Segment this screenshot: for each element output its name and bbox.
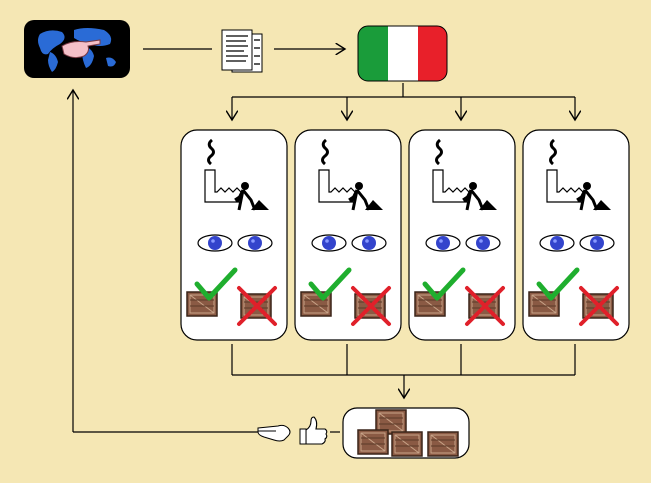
crate-rejected-icon	[351, 286, 391, 326]
thumbs-up-icon	[299, 416, 328, 445]
crate-rejected-icon	[465, 286, 505, 326]
crate-stack-icon	[342, 407, 470, 459]
document-forms-icon	[221, 29, 263, 73]
pointing-hand-icon	[257, 424, 291, 442]
inspection-panel-3	[408, 129, 516, 341]
italy-flag-icon	[357, 25, 448, 82]
inspection-panel-1	[180, 129, 288, 341]
crate-rejected-icon	[579, 286, 619, 326]
inspection-panel-4	[522, 129, 630, 341]
world-map-hand-icon	[24, 20, 130, 78]
inspection-panel-2	[294, 129, 402, 341]
bottom-connectors	[73, 90, 576, 433]
crate-rejected-icon	[237, 286, 277, 326]
top-connectors	[143, 49, 575, 120]
